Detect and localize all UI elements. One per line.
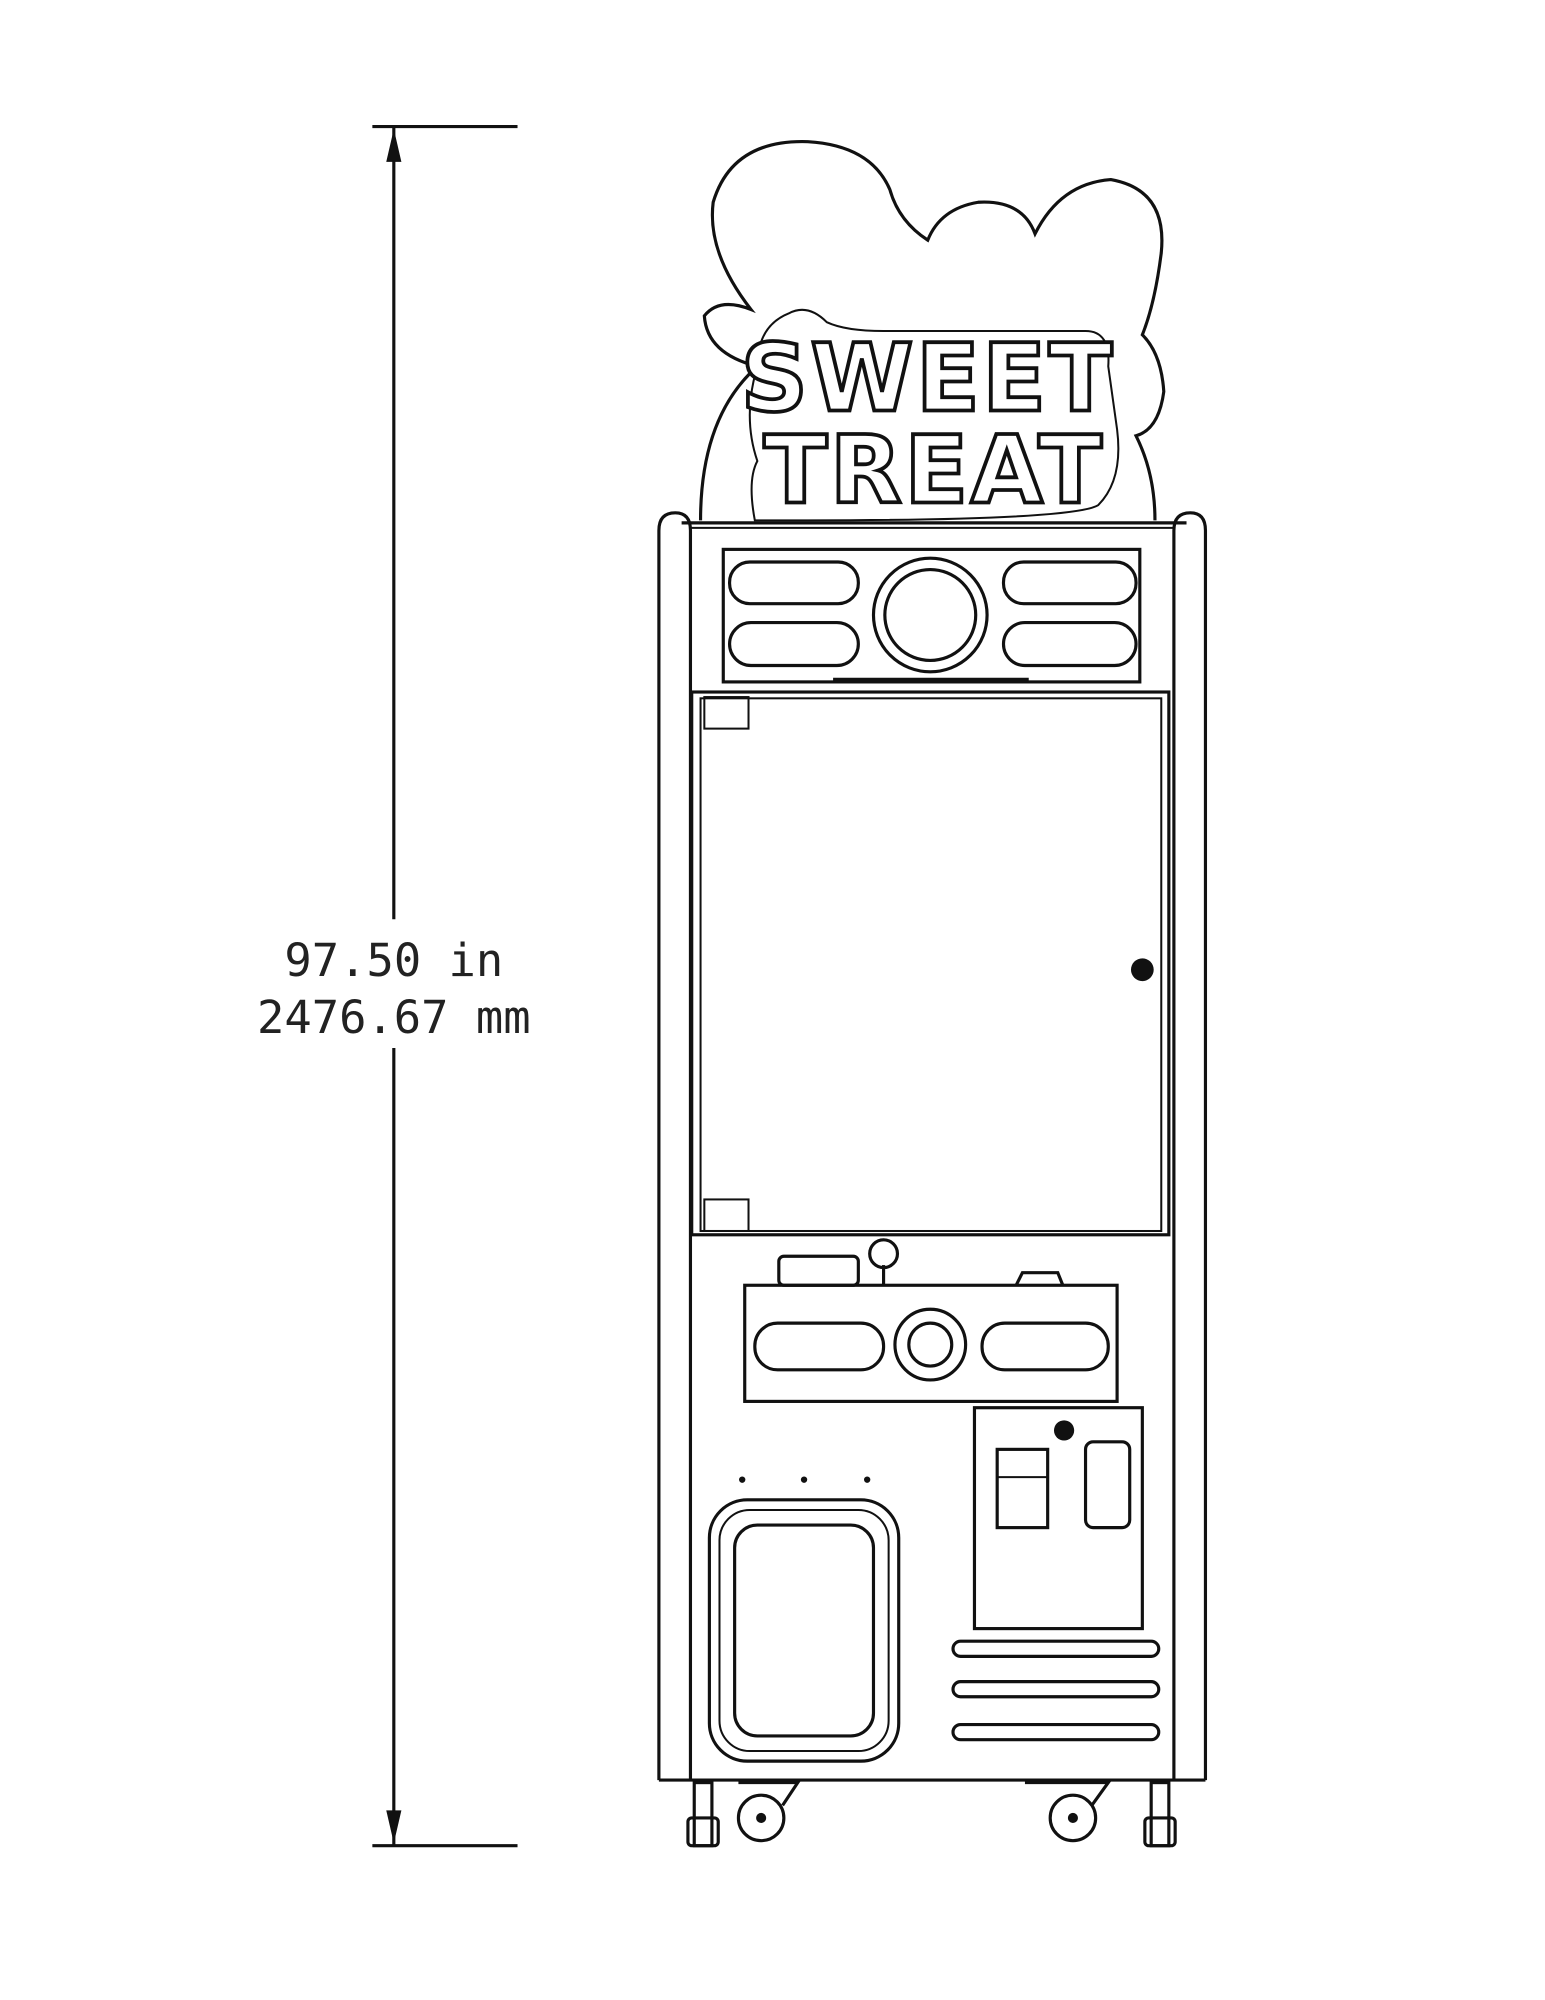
dim-label-mm: 2476.67 mm xyxy=(257,991,531,1044)
bill-acceptor xyxy=(1083,1440,1132,1530)
joystick-ball-icon xyxy=(868,1238,900,1270)
caster-axle-left xyxy=(756,1812,767,1823)
display-window xyxy=(690,690,1171,1237)
control-panel xyxy=(743,1238,1119,1403)
logo-plate xyxy=(748,308,1120,522)
vent-slot xyxy=(951,1639,1161,1658)
dim-arrow-top xyxy=(386,129,402,162)
window-frame xyxy=(690,690,1171,1237)
dim-arrow-bottom xyxy=(386,1810,402,1844)
speaker-slot xyxy=(980,1321,1110,1372)
speaker-slot xyxy=(728,560,860,606)
right-post xyxy=(1172,511,1208,1781)
feet xyxy=(686,1781,1177,1848)
panel-bump xyxy=(1014,1271,1065,1286)
coin-lock-icon xyxy=(1053,1420,1075,1441)
button-housing xyxy=(777,1254,860,1287)
window-glass xyxy=(699,697,1163,1233)
caster-wheel-right xyxy=(1048,1793,1098,1843)
leveler-left-pad xyxy=(686,1816,720,1848)
prize-door-mid xyxy=(718,1508,890,1753)
window-lock-icon xyxy=(1130,958,1154,982)
top-speaker-panel xyxy=(721,547,1142,684)
panel-speaker-ring xyxy=(893,1307,968,1382)
cloud-outline xyxy=(698,140,1166,521)
dim-label-inches: 97.50 in xyxy=(284,934,503,987)
marquee-topper: SWEET TREAT xyxy=(681,140,1187,528)
left-post xyxy=(657,511,693,1781)
logo-word-treat: TREAT xyxy=(764,417,1105,526)
screw-icon xyxy=(739,1476,746,1483)
speaker-slot xyxy=(753,1321,886,1372)
prize-door xyxy=(707,1476,901,1763)
caster-axle-right xyxy=(1067,1812,1078,1823)
caster-bracket-right xyxy=(1024,1781,1112,1807)
speaker-slot xyxy=(728,621,860,668)
screw-icon xyxy=(800,1476,808,1483)
coin-door-frame xyxy=(972,1406,1144,1631)
height-dimension: 97.50 in 2476.67 mm xyxy=(257,124,531,1848)
speaker-slot xyxy=(1001,621,1138,668)
control-panel-frame xyxy=(743,1283,1119,1403)
leveler-right-pad xyxy=(1143,1816,1177,1848)
caster-bracket-left xyxy=(738,1781,801,1807)
vent-slot xyxy=(951,1722,1161,1742)
logo-word-sweet: SWEET xyxy=(741,325,1115,434)
top-speaker-inner xyxy=(883,567,978,663)
leveler-right xyxy=(1149,1781,1171,1848)
speaker-slot xyxy=(1001,560,1138,606)
screw-icon xyxy=(864,1476,871,1483)
vent-slot xyxy=(951,1680,1161,1699)
top-speaker-ring xyxy=(871,556,989,674)
vents xyxy=(951,1639,1161,1742)
panel-speaker-inner xyxy=(907,1321,954,1368)
cabinet-body xyxy=(657,511,1208,1782)
coin-door xyxy=(972,1406,1144,1631)
leveler-left xyxy=(692,1781,714,1848)
prize-door-outer xyxy=(707,1498,901,1763)
coin-mech xyxy=(995,1447,1050,1530)
speaker-panel-frame xyxy=(721,547,1142,684)
hinge-top xyxy=(703,696,750,730)
hinge-bottom xyxy=(703,1198,750,1233)
caster-wheel-left xyxy=(736,1793,786,1843)
prize-door-inner xyxy=(733,1523,876,1738)
